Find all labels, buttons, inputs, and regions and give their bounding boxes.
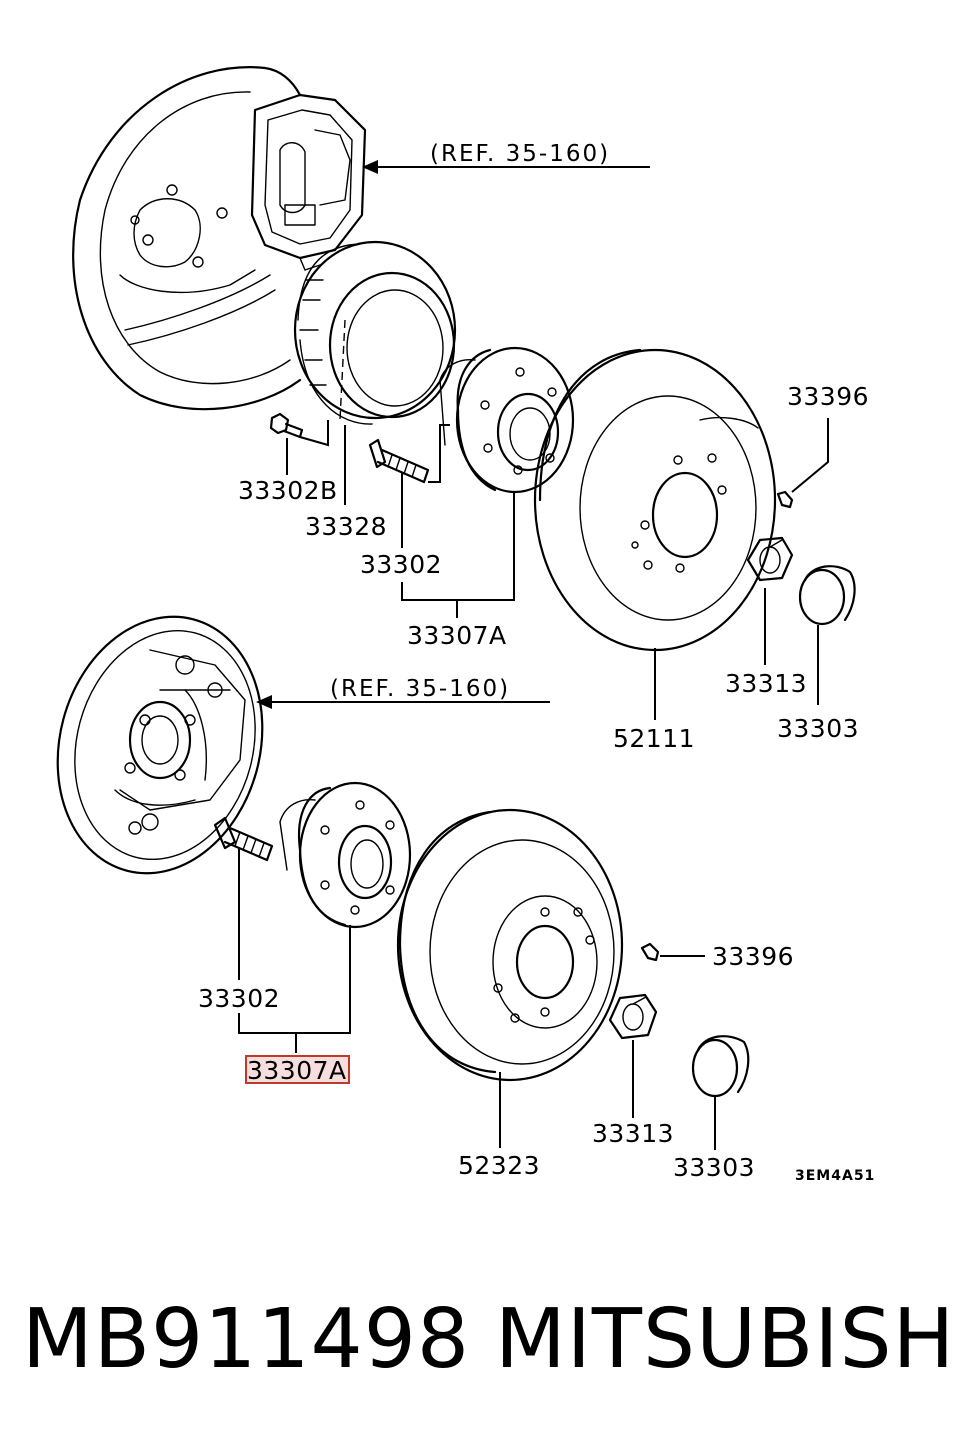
diagram-code: 3EM4A51: [795, 1168, 875, 1184]
label-33302b: 33302B: [238, 476, 338, 505]
brake-disc: [533, 348, 777, 652]
label-33328: 33328: [305, 512, 387, 541]
upper-dust-shield: [72, 66, 302, 411]
label-33313-lower: 33313: [592, 1119, 674, 1148]
brake-drum: [396, 808, 624, 1082]
backing-plate: [56, 615, 264, 875]
label-33396-lower: 33396: [712, 942, 794, 971]
lower-hub: [279, 781, 412, 929]
brand-name: MITSUBISHI: [495, 1292, 960, 1387]
upper-labels: 33396 33302B 33328 33302 33307A 33313 33…: [238, 382, 869, 753]
part-number: MB911498: [22, 1292, 471, 1387]
lower-hub-nut: [608, 993, 658, 1040]
parts-diagram: (REF. 35-160): [56, 66, 875, 1184]
label-52323: 52323: [458, 1151, 540, 1180]
upper-leader-lines: [286, 418, 829, 720]
label-33396-upper: 33396: [787, 382, 869, 411]
upper-hub-cap: [798, 565, 856, 626]
label-33307a-upper: 33307A: [407, 621, 507, 650]
label-33302-upper: 33302: [360, 550, 442, 579]
abs-rotor-ring: [293, 240, 457, 425]
upper-screw: [776, 490, 794, 509]
ref-arrow-upper: (REF. 35-160): [362, 141, 650, 174]
lower-labels: 33302 33307A 33396 33313 52323 33303 3EM…: [198, 942, 875, 1184]
label-33302-lower: 33302: [198, 984, 280, 1013]
ref-label-lower: (REF. 35-160): [330, 676, 510, 702]
label-33313-upper: 33313: [725, 669, 807, 698]
lower-leader-lines: [238, 848, 716, 1150]
upper-shield-bolt: [269, 412, 304, 439]
lower-screw: [640, 942, 660, 962]
label-33303-upper: 33303: [777, 714, 859, 743]
upper-hub-nut: [746, 536, 794, 582]
ref-label-upper: (REF. 35-160): [430, 141, 610, 167]
highlight-box: [245, 1055, 350, 1084]
ref-arrow-lower: (REF. 35-160): [256, 676, 550, 709]
label-33307a-highlighted: 33307A: [247, 1056, 347, 1085]
lower-hub-bolt: [213, 816, 274, 862]
label-52111: 52111: [613, 724, 695, 753]
footer: MB911498 MITSUBISHI: [0, 1290, 960, 1400]
upper-hub-bolt: [368, 438, 430, 484]
label-33303-lower: 33303: [673, 1153, 755, 1182]
upper-hub: [439, 346, 575, 494]
upper-caliper: [250, 93, 367, 271]
lower-hub-cap: [691, 1035, 750, 1098]
